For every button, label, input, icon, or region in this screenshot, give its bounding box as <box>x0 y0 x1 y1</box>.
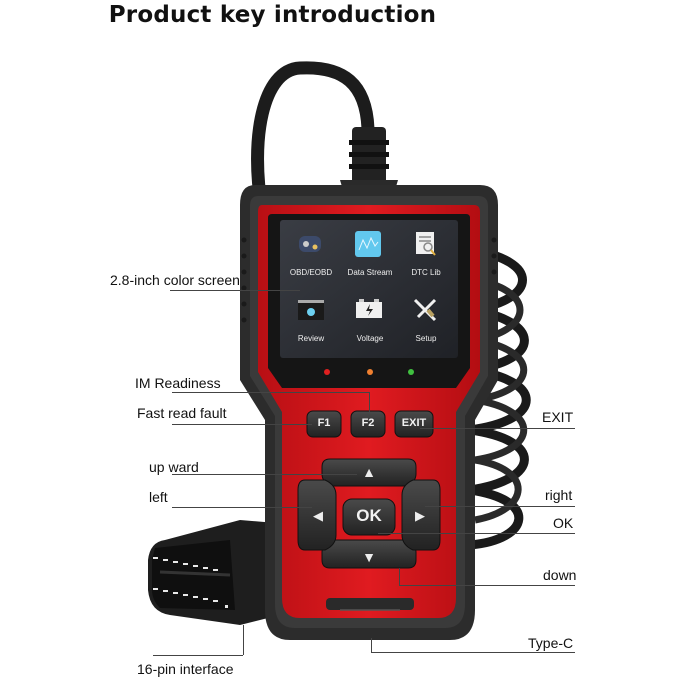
callout-line-exit <box>420 428 575 429</box>
led-orange <box>367 369 373 375</box>
callout-upward: up ward <box>149 459 199 475</box>
callout-line-im <box>172 392 370 393</box>
callout-im-readiness: IM Readiness <box>135 375 221 391</box>
led-green <box>408 369 414 375</box>
screen-label-voltage: Voltage <box>356 334 384 343</box>
led-red <box>324 369 330 375</box>
ok-key-label[interactable]: OK <box>356 506 382 525</box>
graph-icon <box>355 231 381 257</box>
screen-label-dtc-lib: DTC Lib <box>411 268 441 277</box>
right-key <box>401 479 441 551</box>
callout-line-down <box>399 585 575 586</box>
ok-key <box>342 498 396 536</box>
callout-line-fast-read <box>172 424 312 425</box>
film-icon <box>298 300 324 320</box>
callout-line-type-c <box>371 652 575 653</box>
callout-line-screen <box>170 290 300 291</box>
f2-key <box>350 410 386 438</box>
callout-down: down <box>543 567 577 583</box>
callout-right: right <box>545 487 573 503</box>
callout-exit: EXIT <box>542 409 574 425</box>
screen-label-setup: Setup <box>415 334 437 343</box>
left-key <box>297 479 337 551</box>
page-title: Product key introduction <box>108 2 437 28</box>
f1-key-label[interactable]: F1 <box>317 417 331 429</box>
callout-line-left <box>172 507 312 508</box>
right-arrow-icon[interactable]: ▶ <box>415 508 425 523</box>
left-arrow-icon[interactable]: ◀ <box>313 508 323 523</box>
up-key <box>321 458 417 487</box>
document-search-icon <box>416 232 436 256</box>
callout-fast-read: Fast read fault <box>137 405 227 421</box>
callout-screen: 2.8-inch color screen <box>110 272 240 288</box>
battery-icon <box>356 299 382 318</box>
engine-icon <box>299 236 321 252</box>
callout-line-ok <box>378 533 575 534</box>
down-arrow-icon[interactable]: ▼ <box>362 549 376 565</box>
screen-label-obd: OBD/EOBD <box>289 268 333 277</box>
exit-key-label[interactable]: EXIT <box>401 417 427 429</box>
exit-key <box>394 410 434 438</box>
callout-ok: OK <box>553 515 574 531</box>
wrench-screwdriver-icon <box>413 298 437 322</box>
callout-line-pin <box>153 655 243 656</box>
screen-label-review: Review <box>297 334 325 343</box>
f2-key-label[interactable]: F2 <box>361 417 375 429</box>
screen <box>280 220 458 358</box>
callout-line-upward <box>172 474 357 475</box>
obd-connector <box>148 520 300 625</box>
screen-label-data-stream: Data Stream <box>347 268 393 277</box>
callout-pin: 16-pin interface <box>137 661 234 677</box>
up-arrow-icon[interactable]: ▲ <box>362 464 376 480</box>
callout-left: left <box>149 489 168 505</box>
callout-line-right <box>425 506 575 507</box>
top-cable <box>251 61 375 217</box>
callout-type-c: Type-C <box>528 635 574 651</box>
